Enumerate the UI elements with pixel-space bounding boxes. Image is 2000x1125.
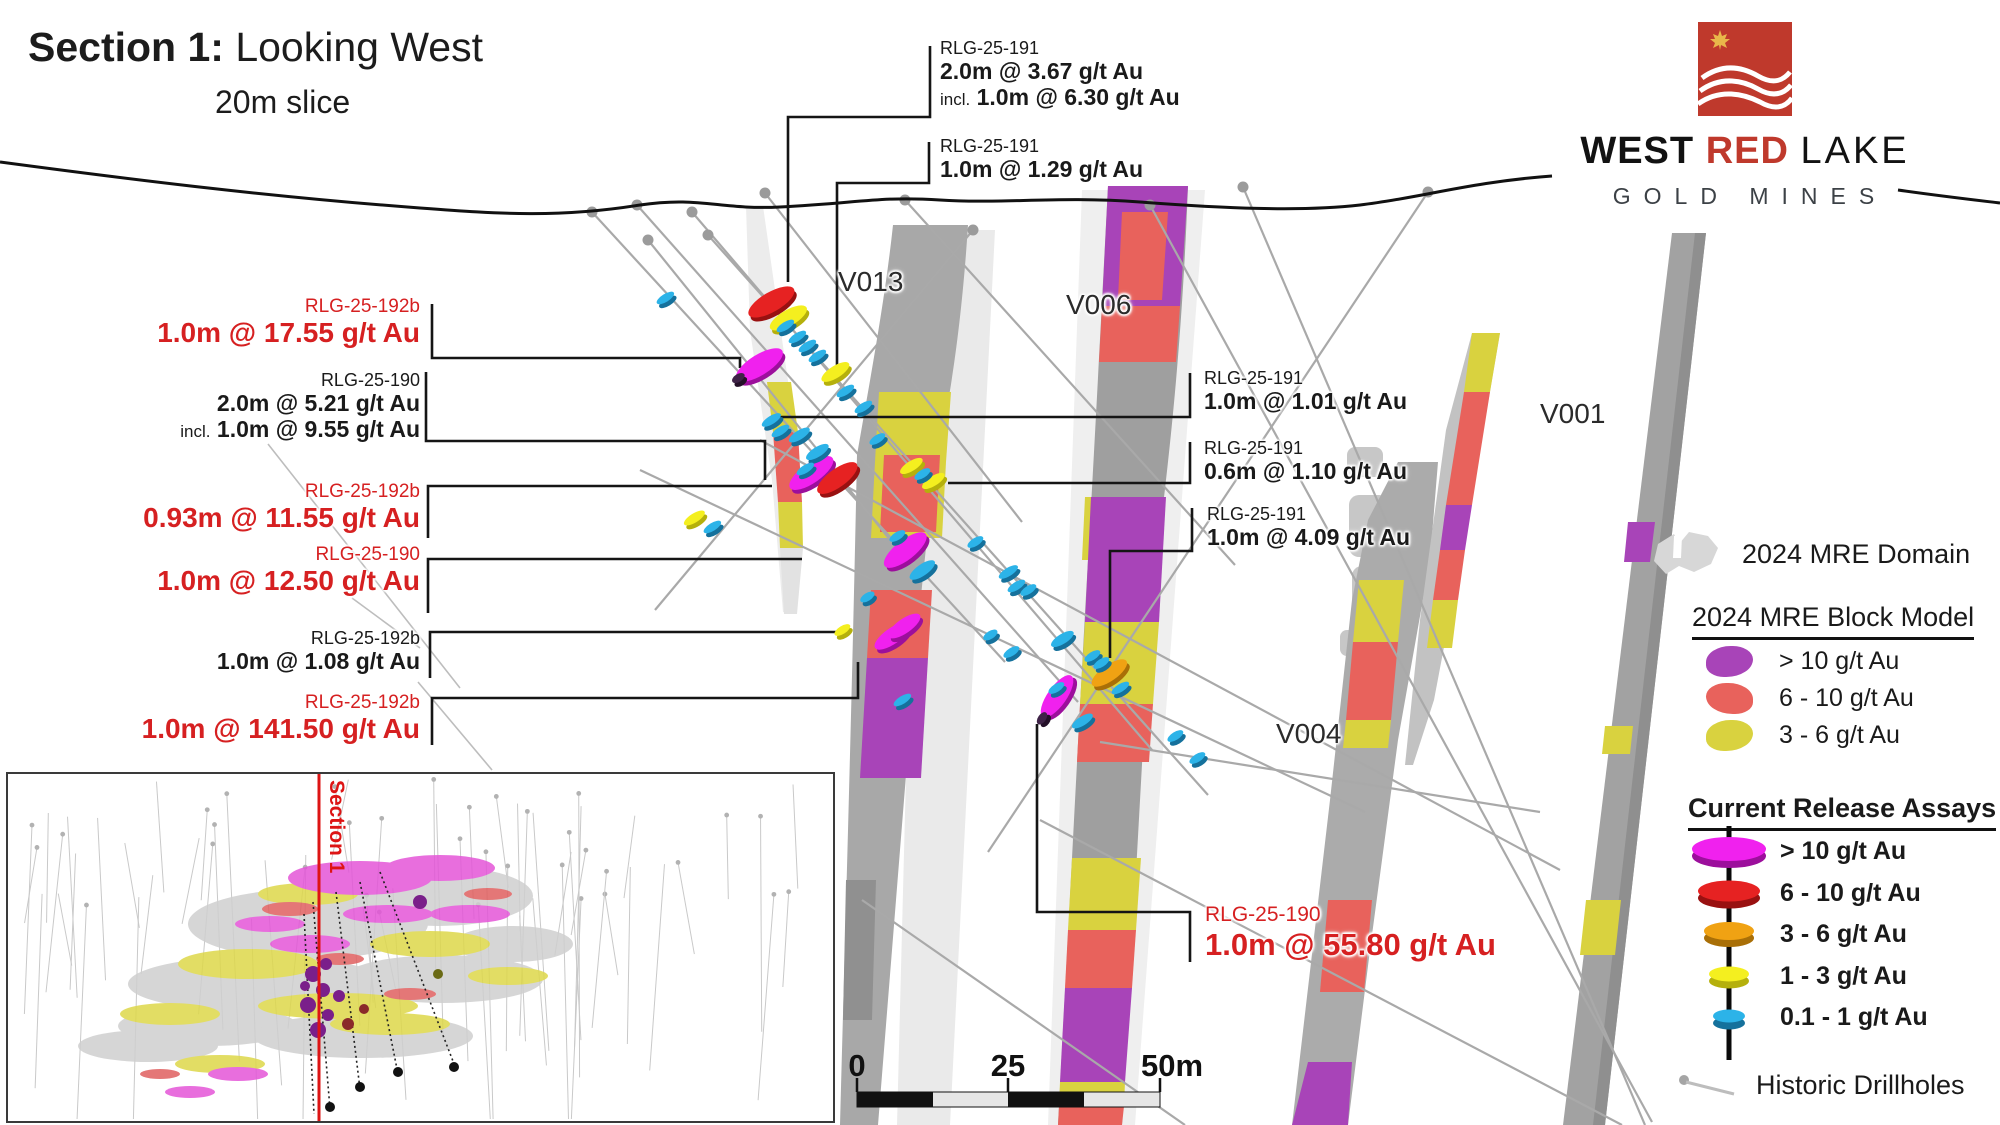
vein-v004 [1292, 462, 1438, 1125]
logo-west: WEST [1580, 130, 1695, 172]
page-title: Section 1: Looking West [28, 24, 483, 71]
legend-item: 6 - 10 g/t Au [1780, 879, 1921, 907]
drillhole-id: RLG-25-192b [310, 628, 420, 648]
assay-incl-value: incl. 1.0m @ 6.30 g/t Au [940, 84, 1180, 111]
assay-annotation: RLG-25-190 1.0m @ 12.50 g/t Au [157, 544, 420, 597]
legend-item: 0.1 - 1 g/t Au [1780, 1003, 1928, 1031]
assay-value: 1.0m @ 141.50 g/t Au [141, 713, 420, 745]
block-grade-swatch-yellow [1706, 720, 1753, 751]
legend-item: 3 - 6 g/t Au [1706, 720, 1900, 751]
assay-value: 1.0m @ 1.29 g/t Au [940, 156, 1144, 183]
historic-drillhole-icon [1679, 1074, 1735, 1095]
assay-interval-discs [656, 286, 1208, 768]
legend-item: > 10 g/t Au [1780, 837, 1907, 865]
drillhole-id: RLG-25-191 [940, 136, 1040, 156]
scale-50: 50m [1141, 1048, 1203, 1083]
assay-disc-icon-magenta [1692, 837, 1766, 868]
legend-domain-label: 2024 MRE Domain [1742, 538, 1971, 569]
scale-0: 0 [848, 1048, 865, 1083]
company-logo: WEST RED LAKE GOLD MINES [1510, 14, 1980, 210]
vein-v001 [1563, 233, 1706, 1125]
drillhole-id: RLG-25-191 [1207, 504, 1307, 524]
drillhole-id: RLG-25-190 [315, 544, 420, 565]
logo-red: RED [1705, 130, 1789, 172]
vein-label-v001: V001 [1540, 398, 1606, 429]
drillhole-id: RLG-25-192b [304, 481, 420, 502]
assay-value: 0.93m @ 11.55 g/t Au [143, 502, 420, 534]
assay-value: 1.0m @ 12.50 g/t Au [157, 565, 420, 597]
assay-disc-icon-cyan [1713, 1009, 1745, 1030]
page-subtitle: 20m slice [215, 84, 351, 120]
assay-annotation: RLG-25-191 1.0m @ 1.01 g/t Au [1204, 368, 1407, 414]
inset-drill-traces [303, 871, 457, 1115]
vein-label-v013: V013 [838, 266, 904, 297]
vein-label-v004: V004 [1276, 718, 1342, 749]
assay-value: 1.0m @ 17.55 g/t Au [157, 317, 420, 349]
assay-value: 0.6m @ 1.10 g/t Au [1204, 458, 1408, 485]
historic-drillhole-traces [267, 186, 1653, 1125]
section-line-label: Section 1 [325, 780, 348, 874]
assay-disc-icon-red [1698, 880, 1760, 909]
assay-value: 2.0m @ 5.21 g/t Au [216, 390, 420, 417]
assay-annotation: RLG-25-192b 1.0m @ 17.55 g/t Au [157, 296, 420, 349]
page-title-section: Section 1: [28, 24, 224, 70]
vein-label-v006: V006 [1066, 289, 1132, 320]
assay-annotation: RLG-25-192b 1.0m @ 1.08 g/t Au [217, 628, 420, 674]
legend-item: 6 - 10 g/t Au [1706, 683, 1914, 714]
drillhole-id: RLG-25-192b [304, 692, 420, 713]
assay-value: 1.0m @ 1.08 g/t Au [216, 648, 420, 675]
assay-annotation: RLG-25-192b 0.93m @ 11.55 g/t Au [143, 481, 420, 534]
assay-value: 2.0m @ 3.67 g/t Au [940, 58, 1144, 85]
legend-domain-row: 2024 MRE Domain [1648, 528, 1970, 580]
assay-annotation: RLG-25-190 1.0m @ 55.80 g/t Au [1205, 903, 1496, 962]
logo-lake: LAKE [1800, 130, 1910, 172]
legend-item: > 10 g/t Au [1706, 646, 1899, 677]
drillhole-id: RLG-25-192b [304, 296, 420, 317]
annotation-leaders [424, 46, 1194, 962]
assay-annotation: RLG-25-192b 1.0m @ 141.50 g/t Au [142, 692, 420, 745]
assay-incl-value: incl. 1.0m @ 9.55 g/t Au [180, 416, 420, 443]
assay-annotation: RLG-25-191 1.0m @ 4.09 g/t Au [1207, 504, 1410, 550]
assay-legend-drillhole [1692, 826, 1766, 1060]
logo-square [1698, 22, 1792, 116]
drillhole-id: RLG-25-190 [1205, 903, 1321, 926]
scale-25: 25 [991, 1048, 1025, 1083]
assay-disc-icon-orange [1704, 922, 1754, 947]
legend-historic-label: Historic Drillholes [1756, 1070, 1965, 1100]
legend-blockmodel-heading: 2024 MRE Block Model [1692, 602, 1975, 640]
scale-bar: 0 25 50m [848, 1048, 1203, 1108]
drillhole-id: RLG-25-191 [1204, 368, 1304, 388]
assay-value: 1.0m @ 1.01 g/t Au [1204, 388, 1408, 415]
logo-waves-icon [1698, 65, 1792, 110]
maple-leaf-icon [1710, 30, 1730, 50]
assay-annotation: RLG-25-191 0.6m @ 1.10 g/t Au [1204, 438, 1407, 484]
legend-item: 1 - 3 g/t Au [1780, 962, 1907, 990]
inset-intercept-dots [300, 895, 459, 1112]
drillhole-id: RLG-25-191 [1204, 438, 1304, 458]
mre-domain-icon [1654, 532, 1718, 574]
block-grade-swatch-purple [1706, 646, 1753, 677]
legend-item: 3 - 6 g/t Au [1780, 920, 1907, 948]
assay-annotation: RLG-25-191 1.0m @ 1.29 g/t Au [940, 136, 1143, 182]
assay-value: 1.0m @ 55.80 g/t Au [1205, 926, 1496, 962]
drillhole-id: RLG-25-191 [940, 38, 1040, 58]
inset-domain-blobs [78, 855, 573, 1098]
assay-value: 1.0m @ 4.09 g/t Au [1207, 524, 1411, 551]
legend-historic-row: Historic Drillholes [1676, 1070, 1965, 1101]
plan-view-inset: Section 1 [6, 772, 835, 1123]
vein-unnamed [1405, 333, 1500, 765]
assay-annotation: RLG-25-191 2.0m @ 3.67 g/t Au incl. 1.0m… [940, 38, 1180, 110]
assay-disc-icon-yellow [1709, 966, 1749, 989]
page-title-looking: Looking West [223, 24, 483, 70]
legend-assays-heading: Current Release Assays [1688, 793, 1997, 831]
logo-wordmark: WEST RED LAKE [1510, 130, 1980, 173]
topography-line-right [1897, 188, 2000, 205]
assay-annotation: RLG-25-190 2.0m @ 5.21 g/t Au incl. 1.0m… [180, 370, 420, 442]
logo-goldmines: GOLD MINES [1612, 183, 1888, 209]
topography-line [0, 160, 1553, 216]
drillhole-id: RLG-25-190 [320, 370, 420, 390]
block-grade-swatch-red [1706, 683, 1753, 714]
vein-v006 [1058, 186, 1188, 1125]
